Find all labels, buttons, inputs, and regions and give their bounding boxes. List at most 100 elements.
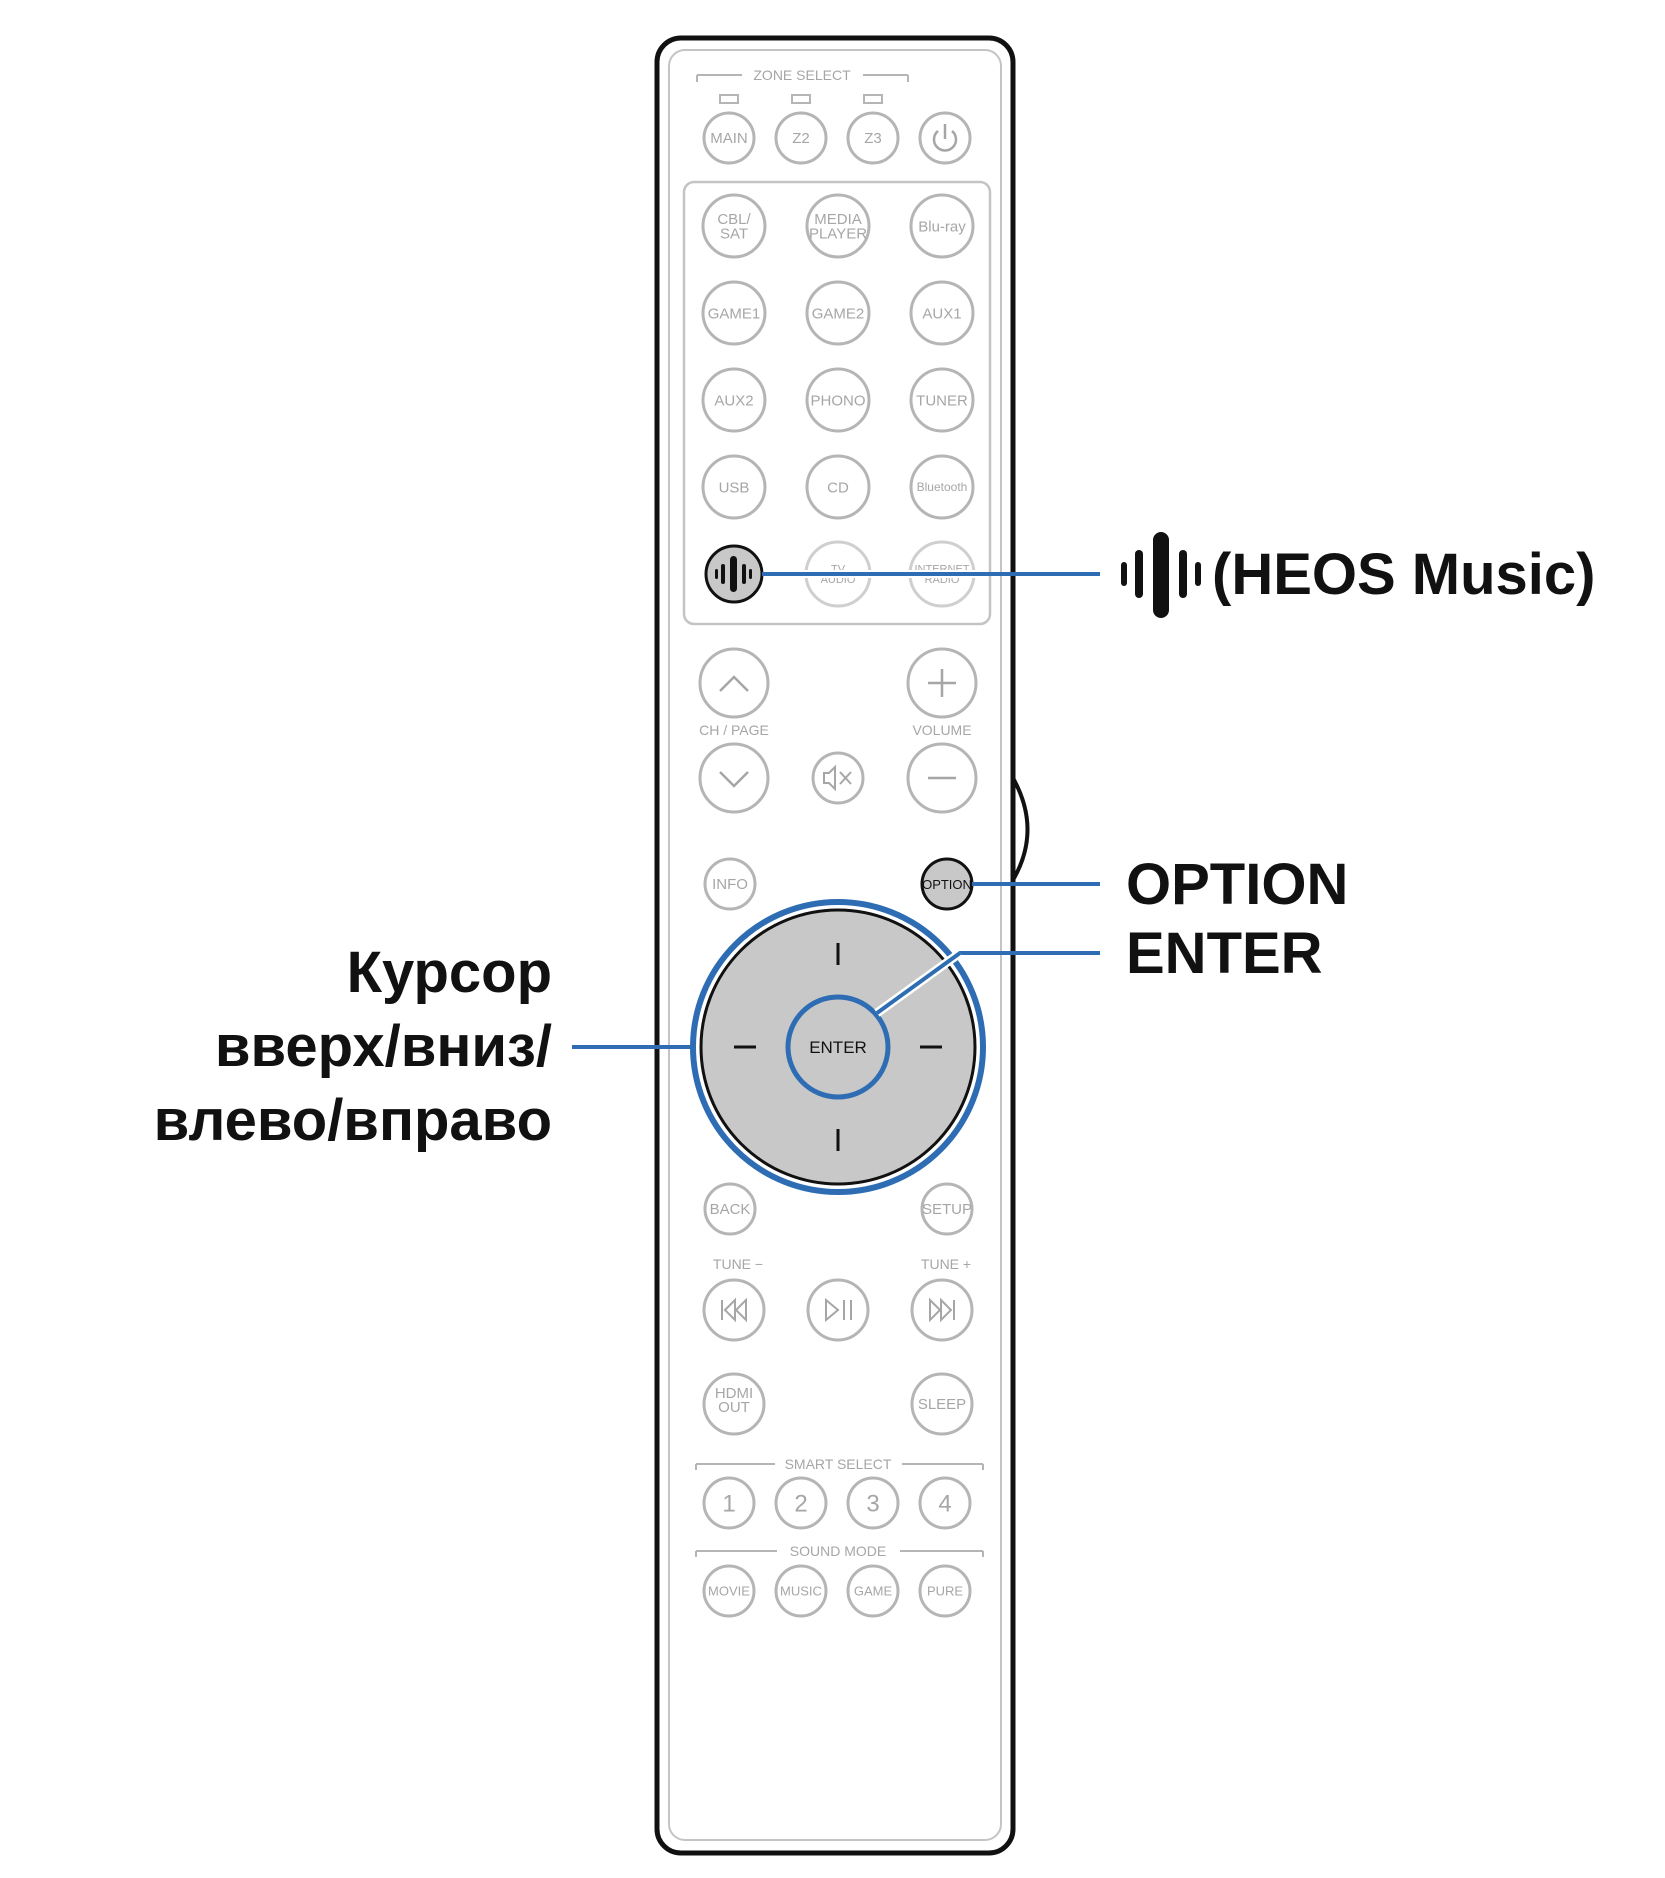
smart-select-button-2[interactable]: 2 bbox=[774, 1476, 828, 1530]
chevron-down-icon bbox=[719, 771, 749, 788]
sound-mode-button-music[interactable]: MUSIC bbox=[774, 1564, 828, 1618]
power-button[interactable] bbox=[918, 111, 972, 165]
ch-page-label: CH / PAGE bbox=[699, 722, 769, 738]
zone-indicators bbox=[719, 94, 883, 104]
smart-select-button-3[interactable]: 3 bbox=[846, 1476, 900, 1530]
heos-icon bbox=[715, 556, 752, 592]
source-button-aux2[interactable]: AUX2 bbox=[701, 367, 767, 433]
zone-indicator-z3 bbox=[863, 94, 883, 104]
info-button-label: INFO bbox=[712, 876, 748, 893]
info-button[interactable]: INFO bbox=[703, 857, 757, 911]
sound-mode-button-label: MOVIE bbox=[708, 1584, 750, 1599]
zone-button-z2[interactable]: Z2 bbox=[774, 111, 828, 165]
mute-button[interactable] bbox=[811, 751, 865, 805]
sound-mode-row: MOVIE MUSIC GAME PURE bbox=[702, 1564, 972, 1618]
option-button-label: OPTION bbox=[922, 877, 972, 892]
sound-mode-button-pure[interactable]: PURE bbox=[918, 1564, 972, 1618]
heos-callout-label: (HEOS Music) bbox=[1212, 542, 1596, 607]
enter-leader-segment bbox=[875, 951, 962, 1015]
source-button-label: Bluetooth bbox=[917, 480, 968, 494]
source-button-label: AUX1 bbox=[922, 305, 961, 322]
source-button-blu-ray[interactable]: Blu-ray bbox=[909, 193, 975, 259]
play-pause-button[interactable] bbox=[806, 1278, 870, 1342]
source-button-bluetooth[interactable]: Bluetooth bbox=[909, 454, 975, 520]
source-button-label: TUNER bbox=[916, 392, 968, 409]
source-button-label: GAME2 bbox=[812, 305, 865, 322]
option-callout-label: OPTION bbox=[1126, 852, 1348, 917]
cursor-callout-line-2: вверх/вниз/ bbox=[215, 1014, 552, 1079]
enter-button[interactable]: ENTER bbox=[785, 994, 891, 1100]
zone-button-z3[interactable]: Z3 bbox=[846, 111, 900, 165]
back-button-label: BACK bbox=[710, 1201, 751, 1218]
zone-indicator-main bbox=[719, 94, 739, 104]
zone-button-main[interactable]: MAIN bbox=[702, 111, 756, 165]
ch-page-down-button[interactable] bbox=[698, 742, 770, 814]
smart-select-label: SMART SELECT bbox=[785, 1456, 892, 1472]
smart-select-header: SMART SELECT bbox=[695, 1456, 984, 1472]
speaker-mute-icon bbox=[823, 764, 852, 792]
source-button-phono[interactable]: PHONO bbox=[805, 367, 871, 433]
chevron-up-icon bbox=[719, 675, 749, 692]
zone-button-main-label: MAIN bbox=[710, 130, 748, 147]
source-button-label: CBL/SAT bbox=[717, 211, 751, 242]
sound-mode-header: SOUND MODE bbox=[695, 1543, 984, 1559]
enter-button-label: ENTER bbox=[809, 1038, 867, 1057]
volume-label: VOLUME bbox=[912, 722, 971, 738]
heos-music-button[interactable] bbox=[704, 544, 764, 604]
source-button-label: AUX2 bbox=[714, 392, 753, 409]
sound-mode-button-movie[interactable]: MOVIE bbox=[702, 1564, 756, 1618]
zone-button-z2-label: Z2 bbox=[792, 130, 810, 147]
smart-select-button-label: 1 bbox=[722, 1490, 735, 1517]
sound-mode-button-label: MUSIC bbox=[780, 1584, 822, 1599]
source-button-tuner[interactable]: TUNER bbox=[909, 367, 975, 433]
source-button-cd[interactable]: CD bbox=[805, 454, 871, 520]
sleep-button-label: SLEEP bbox=[918, 1396, 966, 1413]
next-button[interactable] bbox=[910, 1278, 974, 1342]
sleep-button[interactable]: SLEEP bbox=[910, 1372, 974, 1436]
cursor-callout-line-3: влево/вправо bbox=[154, 1088, 552, 1153]
zone-button-z3-label: Z3 bbox=[864, 130, 882, 147]
smart-select-button-4[interactable]: 4 bbox=[918, 1476, 972, 1530]
heos-icon-large bbox=[1121, 532, 1201, 618]
enter-callout-label: ENTER bbox=[1126, 921, 1323, 986]
zone-select-label: ZONE SELECT bbox=[753, 67, 851, 83]
smart-select-row: 1 2 3 4 bbox=[702, 1476, 972, 1530]
source-button-game2[interactable]: GAME2 bbox=[805, 280, 871, 346]
smart-select-button-1[interactable]: 1 bbox=[702, 1476, 756, 1530]
ch-page-up-button[interactable] bbox=[698, 647, 770, 719]
source-button-game1[interactable]: GAME1 bbox=[701, 280, 767, 346]
tune-minus-label: TUNE − bbox=[713, 1256, 763, 1272]
zone-indicator-z2 bbox=[791, 94, 811, 104]
previous-button[interactable] bbox=[702, 1278, 766, 1342]
skip-forward-icon bbox=[929, 1297, 955, 1323]
sound-mode-button-label: GAME bbox=[854, 1584, 893, 1599]
setup-button[interactable]: SETUP bbox=[920, 1182, 974, 1236]
source-button-label: PHONO bbox=[810, 392, 865, 409]
source-button-aux1[interactable]: AUX1 bbox=[909, 280, 975, 346]
source-button-usb[interactable]: USB bbox=[701, 454, 767, 520]
tune-plus-label: TUNE + bbox=[921, 1256, 971, 1272]
cursor-callout: Курсор вверх/вниз/ влево/вправо bbox=[154, 940, 552, 1153]
option-button[interactable]: OPTION bbox=[920, 857, 974, 911]
smart-select-button-label: 4 bbox=[938, 1490, 951, 1517]
back-button[interactable]: BACK bbox=[703, 1182, 757, 1236]
source-panel bbox=[682, 180, 992, 626]
volume-up-button[interactable] bbox=[906, 647, 978, 719]
cursor-callout-line-1: Курсор bbox=[347, 940, 552, 1005]
sound-mode-button-game[interactable]: GAME bbox=[846, 1564, 900, 1618]
source-button-label: Blu-ray bbox=[918, 218, 966, 235]
skip-back-icon bbox=[721, 1297, 747, 1323]
heos-callout: (HEOS Music) bbox=[1121, 532, 1596, 618]
source-button-label: CD bbox=[827, 479, 849, 496]
volume-down-button[interactable] bbox=[906, 742, 978, 814]
power-icon bbox=[932, 124, 958, 152]
smart-select-button-label: 2 bbox=[794, 1490, 807, 1517]
plus-icon bbox=[928, 669, 956, 697]
zone-select-header: ZONE SELECT bbox=[696, 67, 909, 83]
source-button-cbl-sat[interactable]: CBL/SAT bbox=[701, 193, 767, 259]
